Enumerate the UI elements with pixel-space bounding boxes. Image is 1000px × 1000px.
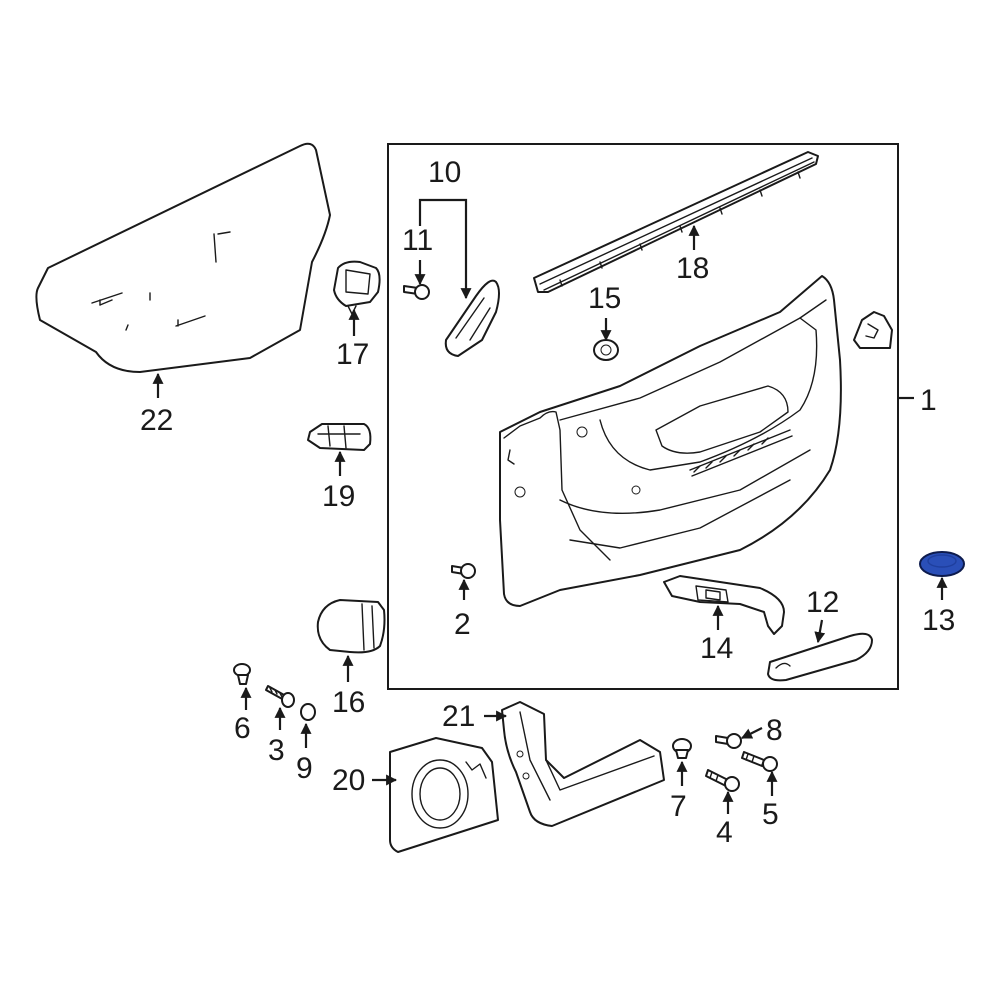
part-3-screw[interactable] [265,685,295,708]
callout-labels: 1 2 3 4 5 6 7 8 9 10 11 12 13 14 15 16 1… [140,156,955,849]
callout-5: 5 [762,798,779,831]
part-2-screw[interactable] [451,563,476,579]
callout-21: 21 [442,700,475,733]
callout-1: 1 [920,384,937,417]
part-22-panel-backing[interactable] [35,142,331,373]
callout-20: 20 [332,764,365,797]
part-21-lower-trim[interactable] [501,701,665,827]
callout-6: 6 [234,712,251,745]
callout-16: 16 [332,686,365,719]
part-5-bolt[interactable] [741,751,778,772]
callout-12: 12 [806,586,839,619]
callout-10: 10 [428,156,461,189]
part-6-clip[interactable] [233,663,251,685]
callout-8: 8 [766,714,783,747]
part-7-clip[interactable] [672,738,692,759]
part-18-weatherstrip[interactable] [533,151,819,293]
callout-13: 13 [922,604,955,637]
part-13-grommet-highlighted[interactable] [919,551,965,577]
callout-2: 2 [454,608,471,641]
callout-4: 4 [716,816,733,849]
part-12-armrest-pad[interactable] [767,632,873,682]
part-8-screw[interactable] [715,733,742,749]
part-4-bolt[interactable] [705,769,740,792]
part-1-door-trim-panel[interactable] [499,275,842,607]
callout-9: 9 [296,752,313,785]
leader-lines [152,198,948,814]
callout-14: 14 [700,632,733,665]
part-17-switch-housing[interactable] [333,260,381,315]
callout-17: 17 [336,338,369,371]
part-1-latch-clip[interactable] [853,311,893,349]
callout-15: 15 [588,282,621,315]
callout-7: 7 [670,790,687,823]
callout-18: 18 [676,252,709,285]
callout-3: 3 [268,734,285,767]
callout-19: 19 [322,480,355,513]
part-20-speaker-panel[interactable] [389,737,499,853]
part-10-mirror-trim[interactable] [444,279,500,357]
assembly-box [387,143,899,690]
callout-22: 22 [140,404,173,437]
callout-11: 11 [402,224,433,257]
part-14-pull-handle[interactable] [663,575,785,635]
part-9-plug[interactable] [300,703,316,721]
part-11-screw[interactable] [403,284,430,300]
part-19-bracket[interactable] [307,423,372,451]
part-15-retainer[interactable] [593,339,619,361]
part-16-cover-cap[interactable] [316,599,386,654]
